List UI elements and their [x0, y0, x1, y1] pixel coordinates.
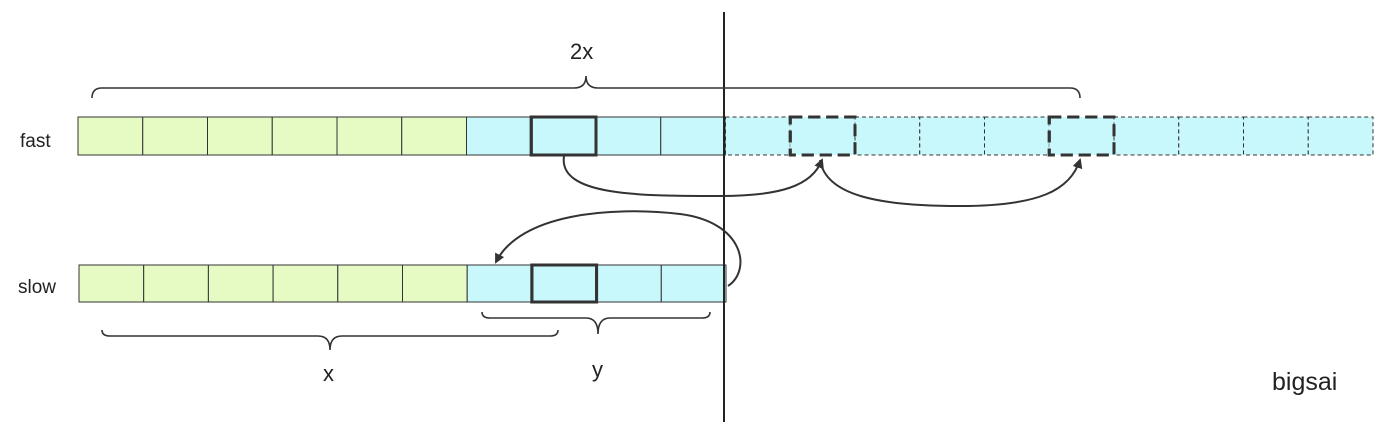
two-x-label: 2x: [570, 39, 593, 64]
y-brace: [481, 311, 711, 335]
fast-pointer-track: [77, 115, 1374, 157]
fast-cell-5: [336, 116, 403, 156]
slow-cell-4: [272, 264, 339, 303]
slow-cell-3: [207, 264, 274, 303]
slow-cell-1: [78, 264, 145, 303]
fast-cell-18: [1178, 116, 1244, 156]
slow-highlight-cell-8: [530, 263, 599, 304]
slow-pointer-track: [78, 263, 727, 304]
fast-cell-17: [1113, 116, 1180, 156]
slow-cell-8: [530, 263, 599, 304]
fast-cell-3: [207, 116, 273, 156]
fast-highlight-cell-8: [529, 115, 598, 157]
fast-jump-arrow-2: [819, 158, 1083, 208]
fast-cell-15: [984, 116, 1050, 156]
slow-cell-9: [596, 264, 662, 303]
slow-cell-2: [143, 264, 209, 303]
watermark: bigsai: [1272, 368, 1337, 396]
fast-cell-20: [1307, 116, 1374, 156]
fast-cell-11: [725, 116, 791, 156]
two-x-brace: [91, 75, 1081, 99]
fast-cell-16: [1047, 115, 1116, 157]
slow-cell-7: [466, 264, 533, 303]
slow-cell-5: [337, 264, 403, 303]
fast-cell-12: [788, 115, 857, 157]
fast-cell-7: [466, 116, 532, 156]
fast-cell-9: [595, 116, 662, 156]
x-label: x: [323, 361, 334, 386]
fast-row-label: fast: [20, 131, 51, 152]
fast-cell-19: [1243, 116, 1309, 156]
slow-wrap-arrow: [495, 210, 742, 287]
fast-cell-10: [660, 116, 726, 156]
fast-cell-2: [142, 116, 208, 156]
x-brace: [101, 329, 559, 351]
fast-jump-arrow-1: [562, 155, 824, 198]
fast-highlight-cell-12: [788, 115, 857, 157]
fast-cell-4: [271, 116, 338, 156]
fast-cell-1: [77, 116, 144, 156]
fast-cell-8: [529, 115, 598, 157]
y-label: y: [592, 357, 603, 382]
fast-highlight-cell-16: [1047, 115, 1116, 157]
fast-cell-6: [401, 116, 467, 156]
fast-cell-14: [919, 116, 985, 156]
slow-cell-10: [660, 264, 727, 303]
slow-row-label: slow: [18, 277, 56, 298]
slow-cell-6: [402, 264, 468, 303]
fast-cell-13: [854, 116, 921, 156]
